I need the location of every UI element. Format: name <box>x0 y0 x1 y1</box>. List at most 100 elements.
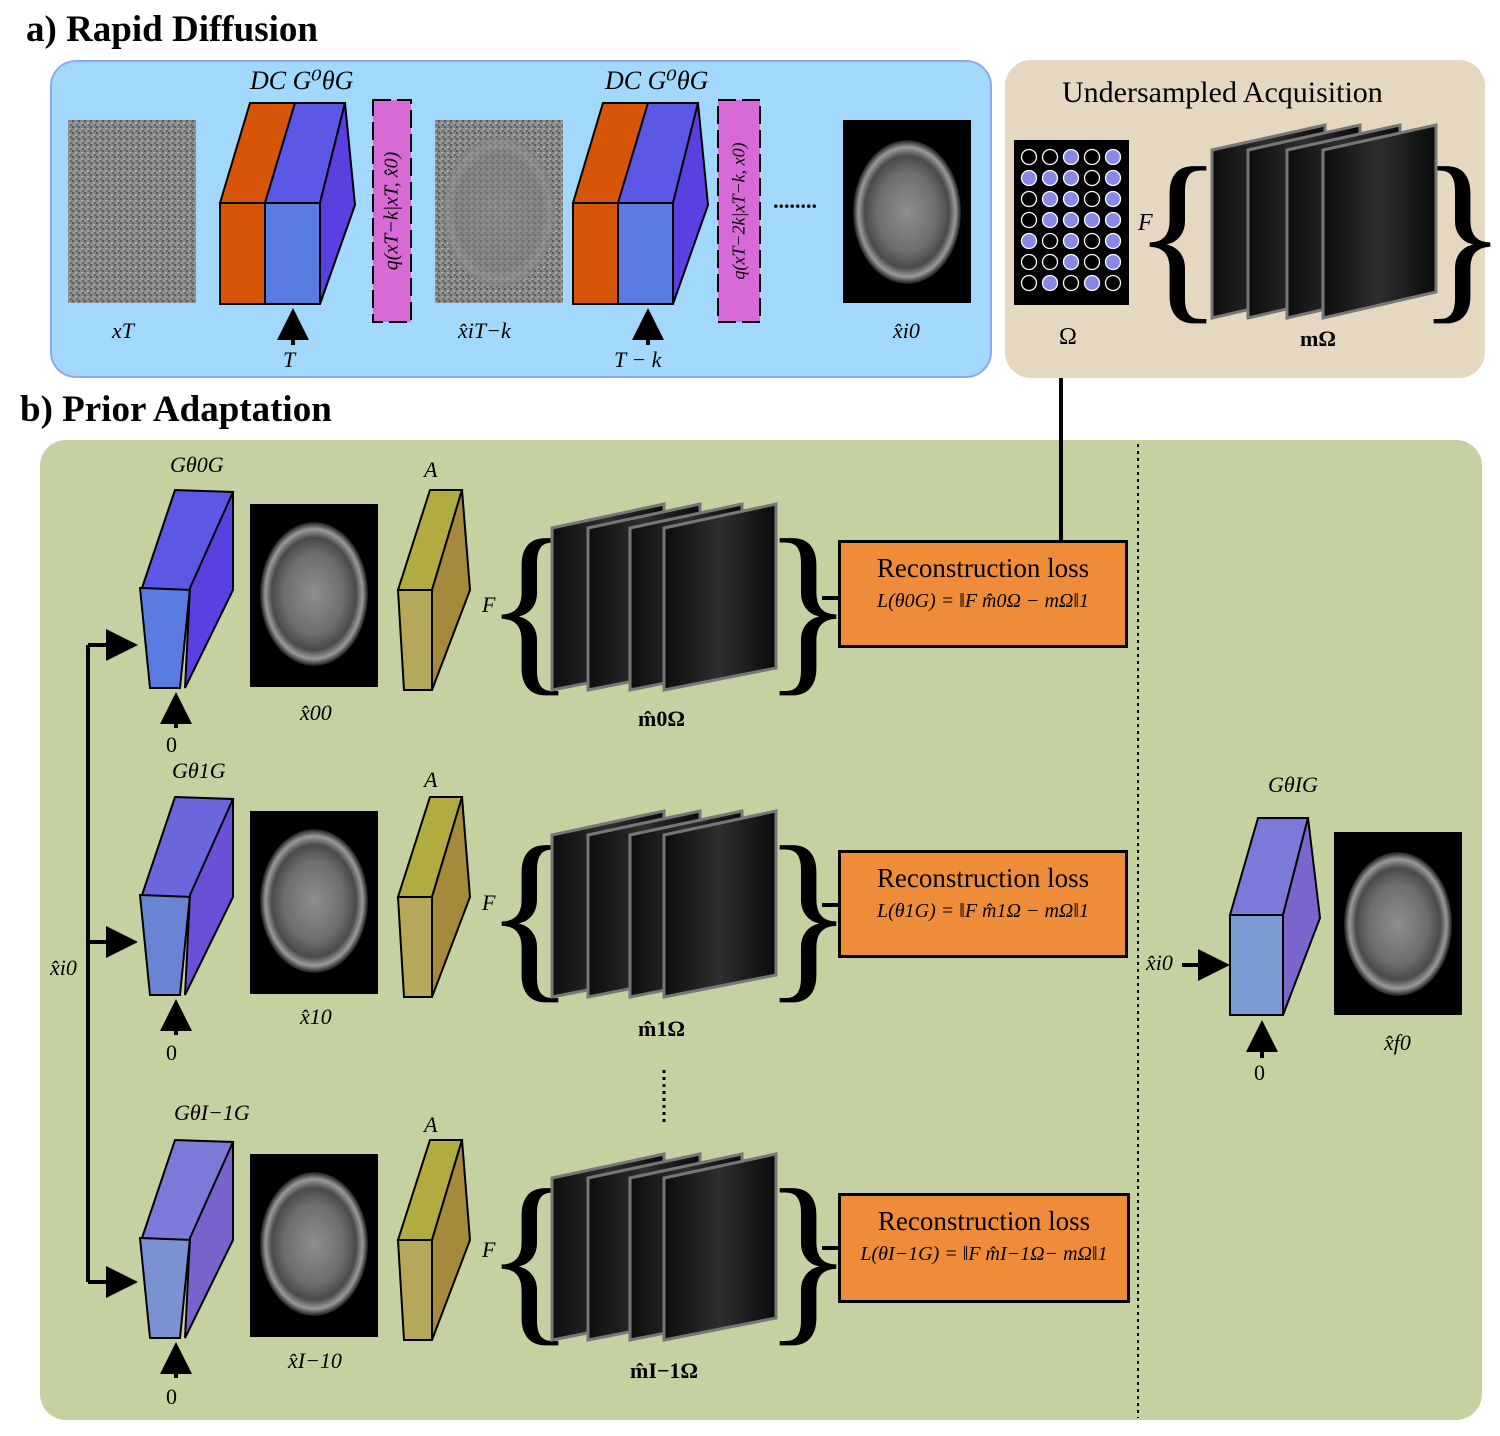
row1-fourier-label: F <box>482 592 496 617</box>
mask-dot <box>1020 253 1038 271</box>
row-generator-front <box>138 894 192 996</box>
omega-label: Ω <box>1059 324 1077 350</box>
acq-fourier-label: F <box>1138 210 1153 236</box>
op-block-front <box>396 896 433 998</box>
section-a-title: a) Rapid Diffusion <box>26 9 318 50</box>
row-coil-image <box>662 1152 778 1342</box>
op-block-side <box>431 489 472 691</box>
mask-dot <box>1020 190 1038 208</box>
m-omega-label: mΩ <box>1300 326 1336 351</box>
mask-dot <box>1020 148 1038 166</box>
mask-dot <box>1041 232 1059 250</box>
row-coil-image <box>662 809 778 999</box>
row-coil-image <box>662 502 778 692</box>
noise-image-xT <box>68 120 196 303</box>
row1-op-label: A <box>424 457 438 482</box>
row-brain-ellipse <box>260 829 368 973</box>
final-output-label: x̂f0 <box>1384 1030 1411 1055</box>
op-block-front <box>396 1239 433 1341</box>
final-gen-label: GθIG <box>1268 772 1318 797</box>
row1-meas-label: m̂0Ω <box>638 706 685 731</box>
x0i-label: x̂i0 <box>893 318 920 343</box>
row3-op-label: A <box>424 1112 438 1137</box>
dc-block-2-label: DC G⁰θG <box>605 66 709 95</box>
mask-dot <box>1062 211 1080 229</box>
loss-box-1: Reconstruction loss L(θ0G) = ‖F m̂0Ω − m… <box>838 540 1128 648</box>
row2-op-label: A <box>424 767 438 792</box>
row3-input-label: 0 <box>166 1384 177 1409</box>
xTk-label: x̂iT−k <box>458 318 511 343</box>
mask-dot <box>1083 274 1101 292</box>
posterior-q-box-2 <box>717 99 761 323</box>
row2-input-label: 0 <box>166 1040 177 1065</box>
xT-label: xT <box>112 318 134 343</box>
mask-dot <box>1104 190 1122 208</box>
mask-dot <box>1062 169 1080 187</box>
row-generator-front <box>138 1237 192 1339</box>
mask-dot <box>1083 211 1101 229</box>
mask-dot <box>1083 190 1101 208</box>
loss-3-formula: L(θI−1G) = ‖F m̂I−1Ω− mΩ‖1 <box>860 1243 1108 1265</box>
q2-label: q(xT−2k|xT−k, x0) <box>728 142 749 280</box>
mask-dot <box>1020 211 1038 229</box>
mask-dot <box>1083 148 1101 166</box>
loss-3-title: Reconstruction loss <box>877 1206 1091 1236</box>
op-block-side <box>431 1139 472 1341</box>
final-noise-label: 0 <box>1254 1060 1265 1085</box>
dc-generator-block-1 <box>218 102 357 305</box>
dc-block-1-label: DC G⁰θG <box>250 66 354 95</box>
row3-meas-label: m̂I−1Ω <box>630 1358 699 1383</box>
row-generator-side <box>184 1141 234 1339</box>
mask-dot <box>1083 232 1101 250</box>
mask-dot <box>1062 148 1080 166</box>
q1-label: q(xT−k|xT, x̂0) <box>380 151 403 271</box>
T-label: T <box>283 347 296 372</box>
mask-dot <box>1041 274 1059 292</box>
T-k-label: T − k <box>614 347 662 372</box>
mask-dot <box>1104 232 1122 250</box>
mask-dot <box>1104 169 1122 187</box>
ellipsis-dots: ........ <box>773 188 817 213</box>
row2-image-label: x̂10 <box>300 1004 332 1029</box>
row2-meas-label: m̂1Ω <box>638 1016 685 1041</box>
sampling-mask-dots <box>1020 148 1122 292</box>
row1-gen-label: Gθ0G <box>170 452 224 477</box>
row-brain-ellipse <box>260 522 368 666</box>
op-block-side <box>431 796 472 998</box>
mask-dot <box>1020 232 1038 250</box>
posterior-q-box-1 <box>372 99 412 323</box>
adaptation-rows: {}{}{} <box>138 488 854 1378</box>
loss-1-formula: L(θ0G) = ‖F m̂0Ω − mΩ‖1 <box>877 590 1089 612</box>
mask-dot <box>1041 253 1059 271</box>
op-block-front <box>396 589 433 691</box>
loss-box-3: Reconstruction loss L(θI−1G) = ‖F m̂I−1Ω… <box>838 1193 1130 1303</box>
mask-dot <box>1104 148 1122 166</box>
input-x0i-label: x̂i0 <box>50 955 77 980</box>
acq-title: Undersampled Acquisition <box>1062 76 1383 109</box>
row-generator-side <box>184 491 234 689</box>
mask-dot <box>1041 190 1059 208</box>
mask-dot <box>1104 211 1122 229</box>
loss-1-title: Reconstruction loss <box>876 553 1090 583</box>
mask-dot <box>1062 253 1080 271</box>
row-generator-side <box>184 798 234 996</box>
row3-image-label: x̂I−10 <box>288 1348 342 1373</box>
row3-fourier-label: F <box>482 1237 496 1262</box>
row2-fourier-label: F <box>482 890 496 915</box>
final-input-label: x̂i0 <box>1146 950 1173 975</box>
dc-generator-block-2 <box>571 102 710 305</box>
mask-dot <box>1041 148 1059 166</box>
mask-dot <box>1083 253 1101 271</box>
row-brain-ellipse <box>260 1172 368 1316</box>
mask-dot <box>1062 274 1080 292</box>
row1-image-label: x̂00 <box>300 700 332 725</box>
final-generator-block <box>1228 817 1322 1016</box>
mask-dot <box>1104 253 1122 271</box>
coil-images-acq <box>1210 123 1438 320</box>
mask-dot <box>1041 169 1059 187</box>
mask-dot <box>1104 274 1122 292</box>
mask-dot <box>1041 211 1059 229</box>
section-b-title: b) Prior Adaptation <box>20 389 332 430</box>
loss-2-formula: L(θ1G) = ‖F m̂1Ω − mΩ‖1 <box>877 900 1089 922</box>
